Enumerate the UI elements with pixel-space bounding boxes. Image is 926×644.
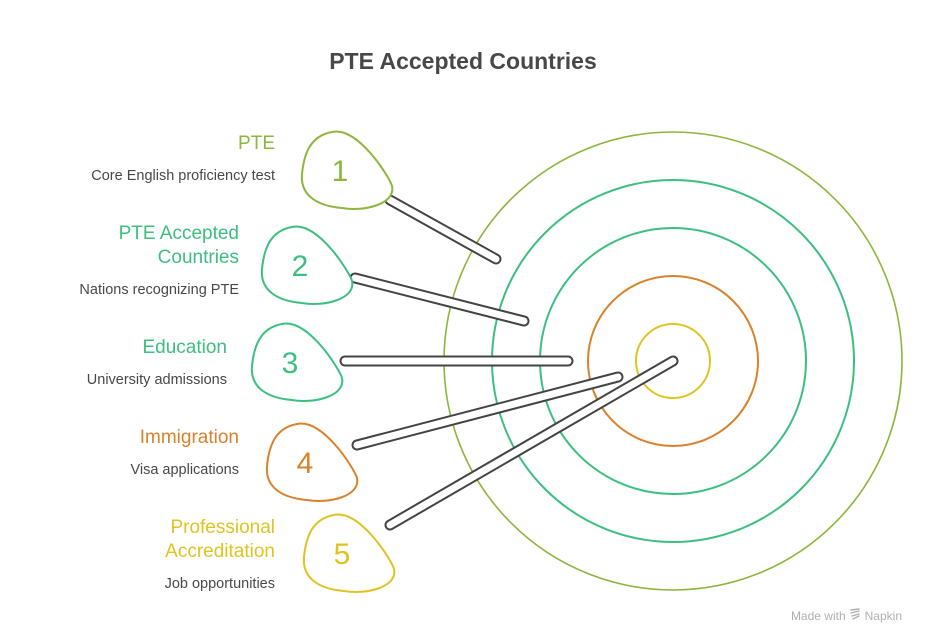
badge-outline bbox=[302, 513, 396, 593]
item-2-label-line-1: PTE Accepted bbox=[118, 223, 239, 244]
arrow-1 bbox=[384, 194, 502, 265]
item-2-label-line-2: Countries bbox=[157, 247, 239, 268]
badge-outline bbox=[265, 422, 359, 502]
number-badge-3: 3 bbox=[250, 322, 344, 402]
footer-brand: Napkin bbox=[864, 608, 902, 623]
number-badge-2: 2 bbox=[260, 225, 354, 305]
item-5-label-line-2: Accreditation bbox=[165, 541, 275, 562]
item-3-description: University admissions bbox=[86, 372, 227, 388]
arrow-2 bbox=[349, 272, 530, 327]
badge-outline bbox=[250, 322, 344, 402]
item-5-description: Job opportunities bbox=[164, 576, 275, 592]
item-4-label: Immigration bbox=[139, 427, 239, 448]
item-2-label: PTE Accepted Countries bbox=[119, 222, 239, 270]
number-badges: 1 2 3 4 5 bbox=[250, 130, 396, 593]
item-5-label: Professional Accreditation bbox=[165, 516, 275, 564]
item-3-label: Education bbox=[142, 337, 227, 358]
target-ring-4 bbox=[587, 275, 759, 447]
item-5-label-line-1: Professional bbox=[170, 517, 275, 538]
item-2-description: Nations recognizing PTE bbox=[79, 282, 239, 298]
number-badge-5: 5 bbox=[302, 513, 396, 593]
arrow-4 bbox=[351, 371, 624, 451]
number-badge-1: 1 bbox=[300, 130, 394, 210]
badge-outline bbox=[300, 130, 394, 210]
badge-number: 5 bbox=[334, 538, 351, 571]
badge-outline bbox=[260, 225, 354, 305]
arrows bbox=[339, 194, 679, 531]
badge-number: 2 bbox=[292, 250, 309, 283]
page-title: PTE Accepted Countries bbox=[329, 48, 597, 74]
target-ring-5 bbox=[635, 323, 711, 399]
arrow-5 bbox=[384, 355, 679, 531]
footer-prefix: Made with bbox=[790, 608, 846, 623]
number-badge-4: 4 bbox=[265, 422, 359, 502]
badge-number: 3 bbox=[282, 347, 299, 380]
napkin-logo-icon bbox=[849, 608, 861, 623]
item-1-label: PTE bbox=[238, 133, 275, 154]
footer-attribution: Made with Napkin bbox=[791, 608, 902, 623]
item-4-description: Visa applications bbox=[130, 462, 239, 478]
badge-number: 4 bbox=[297, 447, 314, 480]
badge-number: 1 bbox=[332, 155, 349, 188]
item-1-description: Core English proficiency test bbox=[91, 168, 275, 184]
